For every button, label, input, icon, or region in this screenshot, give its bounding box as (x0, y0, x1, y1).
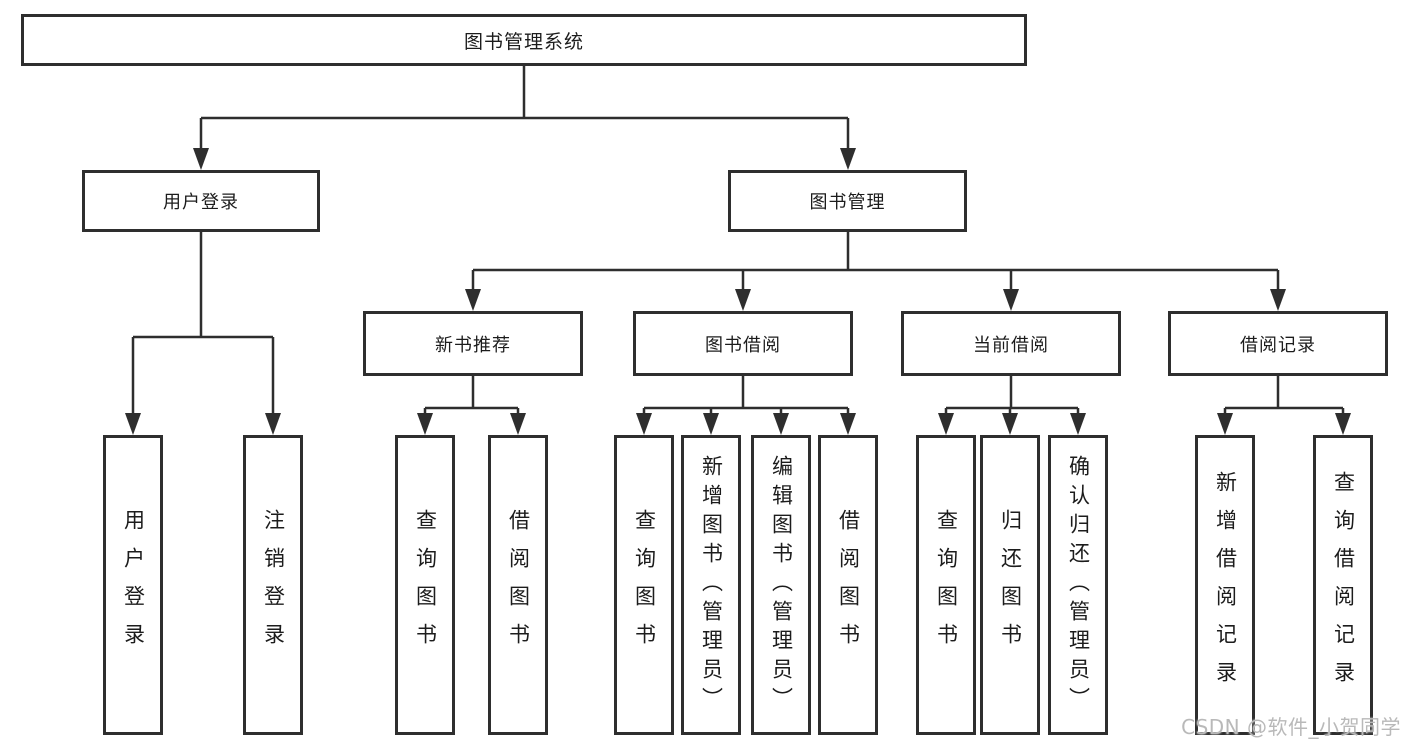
node-current-borrowing: 当前借阅 (901, 311, 1121, 376)
node-label: 新增图书（管理员） (699, 454, 724, 716)
node-label: 借阅图书 (506, 509, 531, 661)
node-label: 查询图书 (632, 509, 657, 661)
node-label: 借阅图书 (836, 509, 861, 661)
leaf-query-borrow-record: 查询借阅记录 (1313, 435, 1373, 735)
node-book-borrowing: 图书借阅 (633, 311, 853, 376)
node-library-management-system: 图书管理系统 (21, 14, 1027, 66)
node-label: 图书管理系统 (463, 30, 584, 53)
node-label: 图书管理 (809, 192, 886, 213)
leaf-query-books-recommend: 查询图书 (395, 435, 455, 735)
connector-current-borrowing-to-children (944, 376, 1080, 415)
leaf-user-login-action: 用户登录 (103, 435, 163, 735)
node-label: 注销登录 (261, 509, 286, 661)
leaf-edit-books-admin: 编辑图书（管理员） (751, 435, 811, 735)
leaf-borrow-books-recommend: 借阅图书 (488, 435, 548, 735)
connector-book-management-to-level3 (471, 232, 1280, 291)
node-label: 确认归还（管理员） (1066, 454, 1091, 716)
connector-new-book-recommendation-to-children (423, 376, 520, 415)
node-label: 编辑图书（管理员） (769, 454, 794, 716)
connector-book-borrowing-to-children (642, 376, 850, 415)
node-label: 借阅记录 (1240, 334, 1316, 356)
node-label: 新书推荐 (435, 334, 511, 356)
leaf-add-borrow-record: 新增借阅记录 (1195, 435, 1255, 735)
node-label: 查询图书 (413, 509, 438, 661)
node-new-book-recommendation: 新书推荐 (363, 311, 583, 376)
node-label: 归还图书 (998, 509, 1023, 661)
node-label: 新增借阅记录 (1213, 471, 1238, 699)
node-label: 查询借阅记录 (1331, 471, 1356, 699)
node-label: 图书借阅 (705, 334, 781, 356)
node-label: 用户登录 (121, 509, 146, 661)
node-label: 当前借阅 (973, 334, 1049, 356)
node-label: 用户登录 (163, 192, 239, 213)
connector-borrowing-records-to-children (1223, 376, 1345, 415)
leaf-query-books-current: 查询图书 (916, 435, 976, 735)
connector-root-to-level2 (199, 66, 850, 150)
leaf-query-books-borrowing: 查询图书 (614, 435, 674, 735)
leaf-add-books-admin: 新增图书（管理员） (681, 435, 741, 735)
csdn-watermark: CSDN @软件_小贺同学 (1181, 715, 1401, 739)
node-user-login: 用户登录 (82, 170, 320, 232)
leaf-logout-action: 注销登录 (243, 435, 303, 735)
node-book-management: 图书管理 (728, 170, 967, 232)
leaf-return-books: 归还图书 (980, 435, 1040, 735)
leaf-borrow-books-borrowing: 借阅图书 (818, 435, 878, 735)
node-label: 查询图书 (934, 509, 959, 661)
node-borrowing-records: 借阅记录 (1168, 311, 1388, 376)
connector-user-login-to-children (131, 232, 275, 415)
leaf-confirm-return-admin: 确认归还（管理员） (1048, 435, 1108, 735)
